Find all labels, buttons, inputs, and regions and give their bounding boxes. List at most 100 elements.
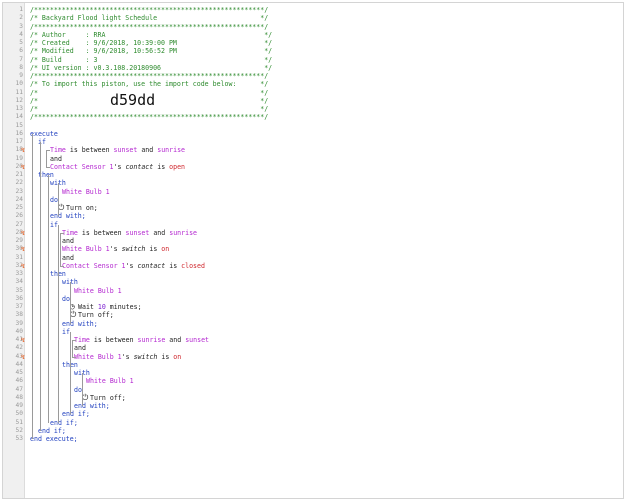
device-name: Contact Sensor 1 — [50, 162, 114, 171]
line-number: 17 — [15, 138, 23, 145]
comment-line: /* */ — [30, 97, 268, 105]
command-turn-on: Turn on; — [66, 204, 98, 212]
device-name: White Bulb 1 — [74, 286, 122, 295]
line-number: 41 — [15, 336, 23, 343]
code-line: do — [62, 295, 70, 303]
keyword-then: then — [50, 270, 66, 278]
keyword-end-execute: end execute; — [30, 435, 78, 443]
comment-line: /* */ — [30, 89, 268, 97]
code-line: if — [62, 328, 70, 336]
keyword-end-if: end if; — [62, 410, 90, 419]
code-token: is — [145, 245, 162, 254]
line-number: 21 — [15, 171, 23, 178]
comment-text: /* */ — [30, 96, 269, 105]
block-guide-tick — [46, 166, 50, 168]
line-number: 34 — [15, 278, 23, 286]
code-token: 's — [121, 352, 134, 361]
code-line: and — [62, 254, 74, 262]
time-token: Time — [74, 336, 90, 344]
code-token: and — [137, 146, 158, 155]
line-number: 25 — [15, 204, 23, 211]
code-token: is between — [89, 336, 138, 344]
keyword-end-with: end with; — [62, 319, 98, 328]
line-number: 37 — [15, 303, 23, 310]
line-number: 2 — [19, 14, 23, 22]
line-number: 38 — [15, 311, 23, 319]
line-number: 12 — [15, 96, 23, 104]
sunrise-token: sunrise — [137, 336, 166, 344]
value-on: on — [161, 245, 170, 254]
clock-icon: ◷ — [70, 302, 75, 311]
comment-line: /***************************************… — [30, 72, 268, 80]
command-turn-off: Turn off; — [90, 393, 126, 402]
line-number: 23 — [15, 187, 23, 195]
command-turn-off: Turn off; — [78, 311, 114, 320]
value-closed: closed — [181, 261, 205, 270]
block-guide-line — [70, 282, 71, 324]
code-line: Time is between sunset and sunrise — [62, 229, 197, 237]
keyword-end-if: end if; — [50, 418, 78, 427]
line-number: 40 — [15, 327, 23, 335]
code-line: end with; — [50, 212, 86, 220]
code-line: White Bulb 1 — [86, 377, 134, 385]
line-number: 27 — [15, 220, 23, 228]
line-number: 13 — [15, 105, 23, 112]
value-open: open — [169, 162, 186, 171]
block-guide-line — [70, 331, 71, 415]
keyword-and: and — [74, 344, 86, 353]
sunrise-token: sunrise — [157, 146, 186, 155]
line-number: 28 — [15, 228, 23, 236]
sunrise-token: sunrise — [169, 228, 198, 237]
device-name: White Bulb 1 — [62, 187, 110, 196]
comment-line: /***************************************… — [30, 113, 268, 121]
code-line: with — [74, 369, 90, 377]
comment-line: /* UI version : v0.3.108.20180906 */ — [30, 64, 272, 72]
comment-line: /* Author : RRA */ — [30, 31, 272, 39]
block-guide-line — [46, 150, 47, 167]
attribute-name: switch — [133, 352, 158, 361]
comment-text: /***************************************… — [30, 22, 269, 31]
code-line: then — [50, 270, 66, 278]
attribute-name: contact — [125, 162, 154, 171]
code-line: White Bulb 1 — [62, 188, 110, 196]
code-line: Turn on; — [66, 204, 98, 212]
line-number: 26 — [15, 212, 23, 220]
line-number: 16 — [15, 129, 23, 137]
sunset-token: sunset — [125, 228, 150, 237]
code-line: end if; — [50, 419, 78, 427]
line-number: 43 — [15, 352, 23, 360]
keyword-then: then — [62, 360, 78, 369]
keyword-end-if: end if; — [38, 426, 66, 435]
code-line: Time is between sunset and sunrise — [50, 146, 185, 154]
line-number: 24 — [15, 195, 23, 203]
code-token: minutes; — [105, 303, 142, 311]
code-line: if — [38, 138, 46, 146]
block-guide-line — [48, 175, 49, 423]
code-line: and — [50, 155, 62, 163]
import-code: d59dd — [110, 90, 156, 109]
comment-line: /* To import this piston, use the import… — [30, 80, 268, 88]
line-number: 22 — [15, 179, 23, 187]
comment-text: /***************************************… — [30, 113, 269, 122]
line-number: 6 — [19, 47, 23, 55]
line-number: 30 — [15, 245, 23, 253]
line-number: 35 — [15, 286, 23, 294]
device-name: White Bulb 1 — [62, 245, 110, 254]
code-line: Contact Sensor 1's contact is open — [50, 163, 185, 171]
keyword-and: and — [62, 237, 74, 245]
keyword-do: do — [62, 294, 70, 303]
wait-duration: 10 — [97, 303, 106, 311]
code-line: do — [50, 196, 58, 204]
code-line: with — [50, 179, 66, 187]
trigger-icon: ↯ — [21, 336, 25, 344]
line-number: 50 — [15, 410, 23, 418]
line-number: 3 — [19, 22, 23, 30]
keyword-and: and — [50, 154, 62, 163]
code-line: Time is between sunrise and sunset — [74, 336, 209, 344]
block-guide-tick — [60, 232, 64, 234]
command-wait: Wait — [78, 303, 98, 311]
code-line: execute — [30, 130, 58, 138]
line-number: 31 — [15, 253, 23, 261]
keyword-with: with — [50, 179, 66, 188]
